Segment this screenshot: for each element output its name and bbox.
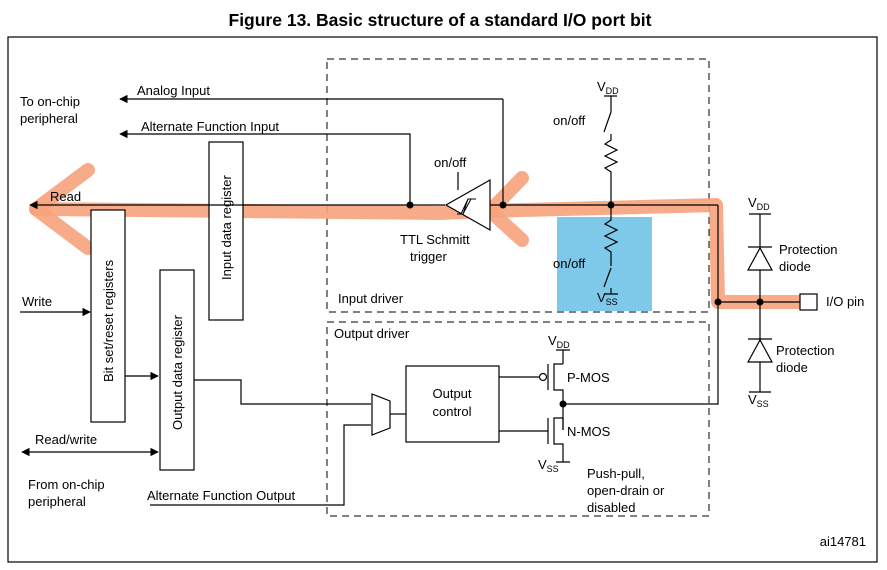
vss-nmos-label: VSS [538,457,559,474]
bit-set-reset-registers [90,209,126,423]
output-data-register-label: Output data register [170,314,185,430]
alt-func-output-label: Alternate Function Output [147,488,296,503]
figure-title: Figure 13. Basic structure of a standard… [229,10,652,30]
output-data-register [159,269,195,471]
figure-ref: ai14781 [820,534,866,549]
schmitt-hysteresis-icon [457,198,476,215]
upper-diode-label-2: diode [779,259,811,274]
upper-diode-label-1: Protection [779,242,838,257]
ttl-schmitt-label-1: TTL Schmitt [400,232,470,247]
input-data-register-label: Input data register [219,175,234,280]
output-control-box [405,365,500,443]
read-junction [406,201,414,209]
read-write-label: Read/write [35,432,97,447]
io-pin-icon [799,293,818,311]
nmos-label: N-MOS [567,424,611,439]
vss-diode-label: VSS [748,392,769,409]
ttl-schmitt-label-2: trigger [410,249,448,264]
push-pull-label-2: open-drain or [587,483,665,498]
output-driver-label: Output driver [334,326,410,341]
pullup-switch-icon [603,111,612,133]
vdd-pullup-rail [604,95,617,112]
vss-pulldown-rail [604,288,618,295]
push-pull-label-3: disabled [587,500,635,515]
pulldown-resistor-icon [603,205,619,266]
odr-to-mux-line [194,379,371,405]
upper-protection-diode [746,246,774,271]
vss-nmos-rail [556,458,570,463]
output-control-label-2: control [432,404,471,419]
read-label: Read [50,189,81,204]
input-data-register [208,141,244,321]
to-on-chip-label-2: peripheral [20,111,78,126]
vdd-pmos-rail [556,349,570,364]
lower-diode-label-2: diode [776,360,808,375]
alt-func-output-line [150,424,371,506]
to-on-chip-label-1: To on-chip [20,94,80,109]
schmitt-on-off-label: on/off [434,155,467,170]
from-on-chip-label-1: From on-chip [28,477,105,492]
vdd-diode-label: VDD [748,195,770,212]
input-driver-label: Input driver [338,291,404,306]
pulldown-switch-icon [603,267,612,288]
lower-diode-label-1: Protection [776,343,835,358]
bit-set-reset-label: Bit set/reset registers [101,259,116,382]
alt-func-input-line [119,129,411,205]
pin-bus-junction-left [714,298,722,306]
output-multiplexer [371,393,391,436]
pullup-on-off-label: on/off [553,113,586,128]
pullup-resistor-icon [603,134,619,205]
write-label: Write [22,294,52,309]
analog-junction [499,201,507,209]
output-to-pin-line [563,205,719,405]
input-driver-box [326,58,710,313]
vdd-pmos-label: VDD [548,333,570,350]
pmos-gate-bubble [538,372,548,382]
alt-func-input-label: Alternate Function Input [141,119,279,134]
figure-frame [7,36,878,563]
io-pin-label: I/O pin [826,294,864,309]
from-on-chip-label-2: peripheral [28,494,86,509]
pulldown-on-off-label: on/off [553,256,586,271]
nmos-channel [553,417,564,458]
pull-down-highlight [557,217,652,311]
vdd-pullup-label: VDD [597,79,619,96]
analog-input-label: Analog Input [137,83,210,98]
lower-protection-diode [746,338,774,363]
pmos-label: P-MOS [567,370,610,385]
vss-pulldown-label: VSS [597,290,618,307]
pmos-channel [553,363,564,430]
output-control-label-1: Output [432,386,471,401]
push-pull-label-1: Push-pull, [587,466,645,481]
